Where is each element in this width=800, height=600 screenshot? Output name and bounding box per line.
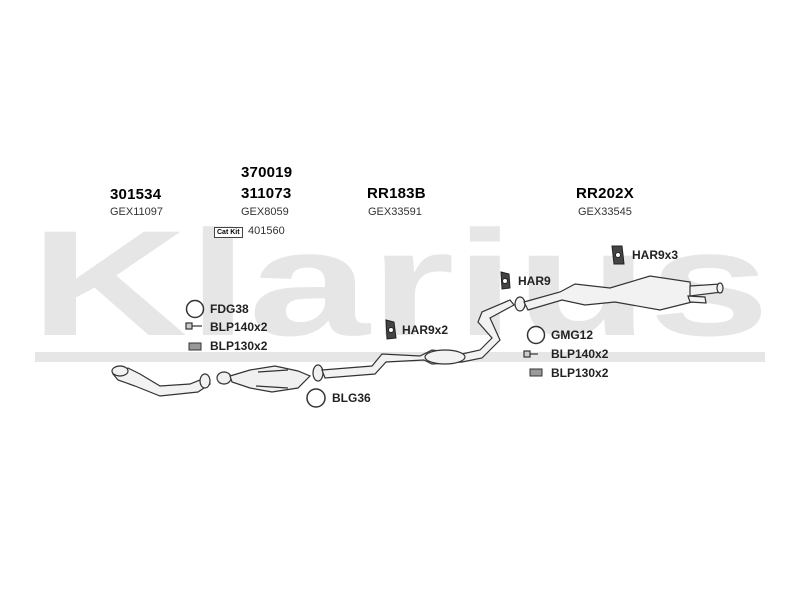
blp130-label-right[interactable]: BLP130x2 xyxy=(551,366,609,380)
front-pipe-part[interactable] xyxy=(111,365,211,397)
catalytic-converter-part[interactable] xyxy=(216,364,324,393)
blp140-label-left[interactable]: BLP140x2 xyxy=(210,320,268,334)
har9x3-hanger-icon[interactable] xyxy=(611,245,625,265)
gex-code-311073: GEX8059 xyxy=(241,206,289,218)
har9-hanger-icon[interactable] xyxy=(500,271,511,290)
part-number-311073[interactable]: 311073 xyxy=(241,185,292,202)
gex-code-rr183b: GEX33591 xyxy=(368,206,422,218)
fdg38-gasket-icon[interactable] xyxy=(185,299,205,319)
part-number-rr202x[interactable]: RR202X xyxy=(576,185,634,202)
blp140-bolt-icon-right[interactable] xyxy=(523,350,538,358)
gex-code-301534: GEX11097 xyxy=(110,206,164,218)
cat-kit-number[interactable]: 401560 xyxy=(248,225,285,237)
part-number-301534[interactable]: 301534 xyxy=(110,186,162,203)
fdg38-label[interactable]: FDG38 xyxy=(210,302,249,316)
har9x3-label[interactable]: HAR9x3 xyxy=(632,248,679,262)
gex-code-rr202x: GEX33545 xyxy=(578,206,632,218)
cat-kit-badge: Cat Kit xyxy=(214,227,243,238)
centre-section-part[interactable] xyxy=(321,299,515,379)
har9-label[interactable]: HAR9 xyxy=(518,274,551,288)
part-number-rr183b[interactable]: RR183B xyxy=(367,185,426,202)
blp140-bolt-icon-left[interactable] xyxy=(185,322,202,330)
blp140-label-right[interactable]: BLP140x2 xyxy=(551,347,609,361)
part-number-370019[interactable]: 370019 xyxy=(241,164,293,181)
blp130-bolt-icon-right[interactable] xyxy=(529,368,543,377)
har9x2-hanger-icon[interactable] xyxy=(385,319,397,340)
blg36-gasket-icon[interactable] xyxy=(306,388,326,408)
blp130-label-left[interactable]: BLP130x2 xyxy=(210,339,268,353)
har9x2-label[interactable]: HAR9x2 xyxy=(402,323,449,337)
blg36-label[interactable]: BLG36 xyxy=(332,391,371,405)
blp130-bolt-icon-left[interactable] xyxy=(188,342,202,351)
gmg12-label[interactable]: GMG12 xyxy=(551,328,594,342)
rear-box-part[interactable] xyxy=(514,275,724,312)
gmg12-gasket-icon[interactable] xyxy=(526,325,546,345)
